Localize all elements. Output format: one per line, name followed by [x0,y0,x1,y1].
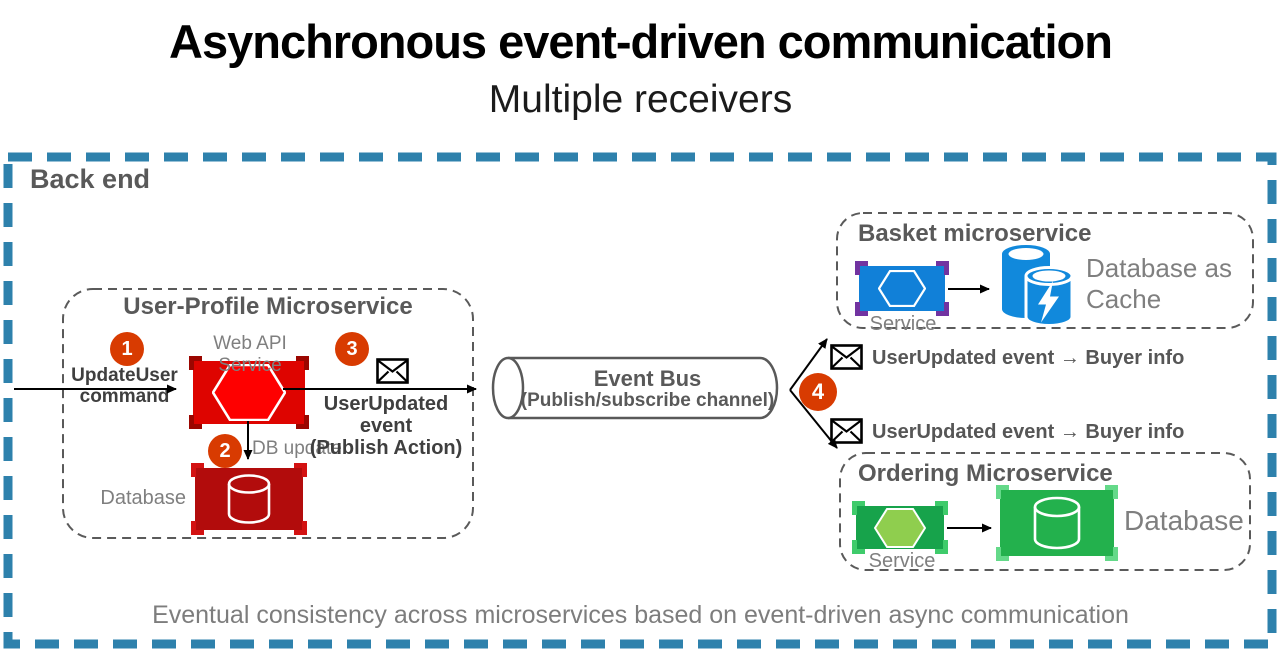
container-bracket-icon [1105,547,1118,561]
container-bracket-icon [189,415,202,429]
container-bracket-icon [191,521,204,535]
database-cylinder-icon [1033,496,1081,550]
user-updated-buyer-info-bottom: UserUpdated event → Buyer info [872,421,1185,443]
web-api-service-label: Web API Service [213,333,287,376]
container-bracket-icon [294,463,307,477]
page-subtitle: Multiple receivers [488,78,793,121]
update-user-command-label: UpdateUser command [71,365,178,407]
basket-db-label: Database as Cache [1086,253,1232,315]
step-1-badge: 1 [110,332,144,366]
ordering-database-container [996,485,1118,561]
step-2-number: 2 [219,439,231,462]
step-1-number: 1 [121,337,133,360]
step-3-number: 3 [346,337,358,360]
container-bracket-icon [935,501,948,515]
hexagon-icon [874,507,926,548]
container-bracket-icon [294,521,307,535]
event-bus-subtitle: (Publish/subscribe channel) [520,390,775,412]
step-4-number: 4 [811,379,825,404]
container-bracket-icon [852,501,865,515]
redis-cache-icon [1002,245,1074,327]
step-4-badge: 4 [799,373,837,411]
basket-title: Basket microservice [858,220,1092,247]
hexagon-icon [878,270,926,307]
ordering-service-label: Service [868,550,936,572]
user-updated-event-label: UserUpdated event (Publish Action) [309,393,463,459]
container-bracket-icon [996,547,1009,561]
ordering-service-container [852,501,948,554]
backend-label: Back end [30,164,151,194]
step-3-badge: 3 [335,332,369,366]
basket-service-label: Service [869,313,937,335]
database-cylinder-icon [227,474,271,524]
user-database-container [191,463,307,535]
user-profile-title: User-Profile Microservice [123,293,413,320]
envelope-icon [376,358,409,384]
event-bus-label: Event Bus (Publish/subscribe channel) [505,359,790,419]
ordering-title: Ordering Microservice [858,460,1113,487]
container-bracket-icon [855,261,868,275]
event-bus-title: Event Bus [593,365,702,391]
envelope-icon [830,418,863,444]
envelope-icon [830,344,863,370]
user-database-label: Database [100,487,186,509]
bottom-caption: Eventual consistency across microservice… [152,601,1129,629]
container-bracket-icon [936,261,949,275]
page-title: Asynchronous event-driven communication [169,15,1113,68]
ordering-db-label: Database [1124,505,1244,536]
user-updated-buyer-info-top: UserUpdated event → Buyer info [872,347,1185,369]
basket-service-container [855,261,949,316]
container-bracket-icon [191,463,204,477]
step-2-badge: 2 [208,434,242,468]
